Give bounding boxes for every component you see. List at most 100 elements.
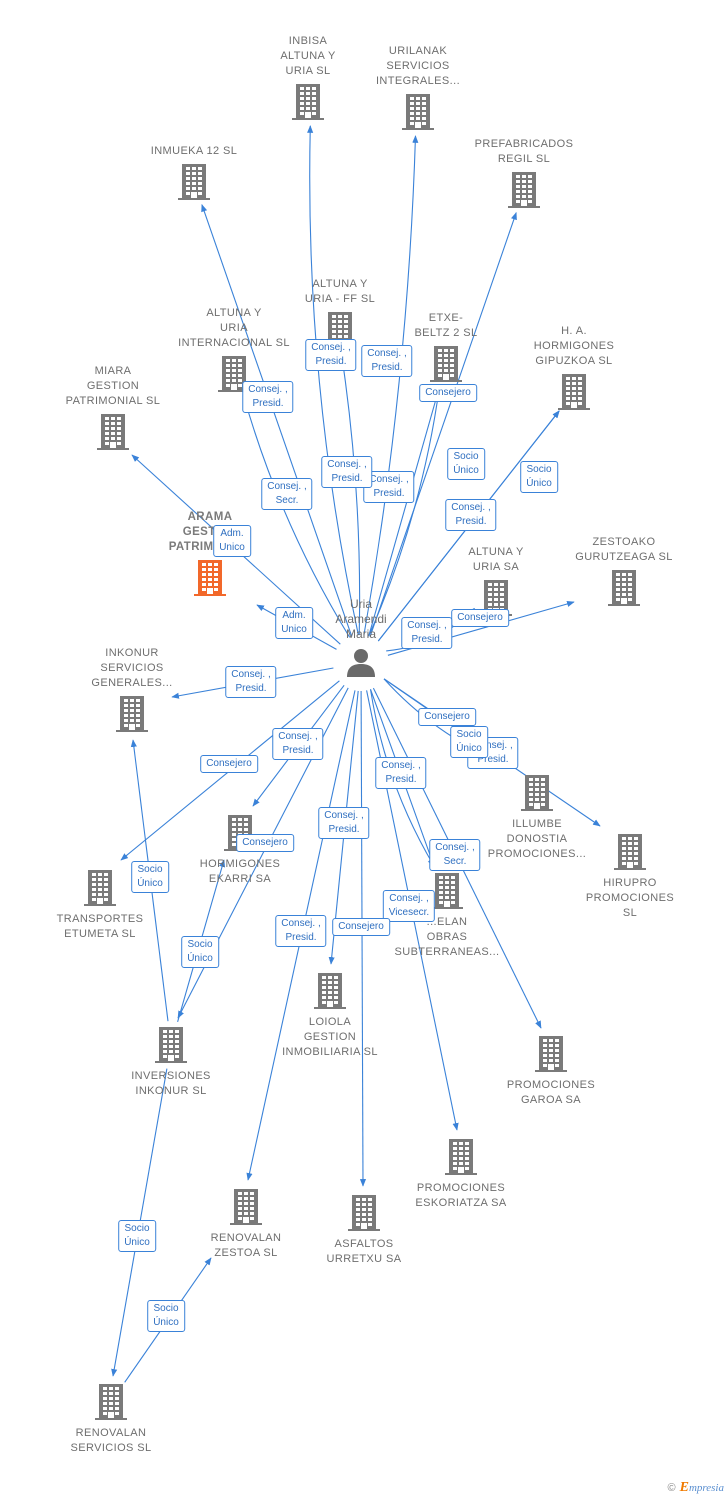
- edge-uria-to-prefabricados: [369, 211, 517, 637]
- company-label: ARAMA GESTION PATRIMONIAL: [168, 511, 252, 553]
- edge-uria-to-inmueka: [201, 203, 353, 637]
- edge-role-label: Consej. , Presid.: [321, 456, 373, 488]
- building-icon: [348, 1195, 380, 1231]
- edge-role-label: Consej. , Presid.: [445, 499, 497, 531]
- company-label: INKONUR SERVICIOS GENERALES...: [91, 647, 173, 689]
- edge-role-label: Socio Único: [447, 448, 485, 480]
- building-icon: [558, 374, 590, 410]
- company-node-etxe[interactable]: ETXE- BELTZ 2 SL: [414, 312, 477, 382]
- company-node-altuna-int[interactable]: ALTUNA Y URIA INTERNACIONAL SL: [178, 307, 289, 392]
- building-icon: [430, 346, 462, 382]
- edge-role-label: Consej. , Presid.: [242, 381, 294, 413]
- edge-uria-to-asfaltos: [359, 690, 367, 1187]
- edge-role-label: Consej. , Vicesecr.: [382, 890, 436, 922]
- building-icon: [194, 560, 226, 596]
- company-node-transportes[interactable]: TRANSPORTES ETUMETA SL: [57, 870, 143, 940]
- edge-role-label: Consej. , Presid.: [275, 915, 327, 947]
- company-node-inkonur-serv[interactable]: INKONUR SERVICIOS GENERALES...: [91, 647, 172, 732]
- edge-uria-to-inbisa: [307, 125, 359, 636]
- company-node-urilanak[interactable]: URILANAK SERVICIOS INTEGRALES...: [376, 45, 460, 130]
- company-node-zestoako[interactable]: ZESTOAKO GURUTZEAGA SL: [575, 536, 672, 606]
- building-icon: [97, 414, 129, 450]
- building-icon: [178, 164, 210, 200]
- edge-uria-to-altuna_ff: [339, 353, 361, 636]
- company-node-renovalan-zestoa[interactable]: RENOVALAN ZESTOA SL: [211, 1189, 281, 1259]
- company-node-inversiones[interactable]: INVERSIONES INKONUR SL: [131, 1027, 210, 1097]
- footer-brand: ©Empresia: [668, 1480, 725, 1496]
- company-label: PROMOCIONES ESKORIATZA SA: [415, 1182, 507, 1209]
- company-node-renovalan-serv[interactable]: RENOVALAN SERVICIOS SL: [70, 1384, 151, 1454]
- company-node-obras[interactable]: ...ELAN OBRAS SUBTERRANEAS...: [394, 873, 499, 958]
- company-node-arama[interactable]: ARAMA GESTION PATRIMONIAL: [169, 511, 251, 596]
- company-label: LOIOLA GESTION INMOBILIARIA SL: [282, 1016, 378, 1058]
- edge-uria-to-etxe: [368, 386, 442, 637]
- building-icon: [535, 1036, 567, 1072]
- company-node-loiola[interactable]: LOIOLA GESTION INMOBILIARIA SL: [282, 973, 378, 1058]
- company-label: PROMOCIONES GAROA SA: [506, 1079, 596, 1106]
- company-label: ETXE- BELTZ 2 SL: [414, 312, 478, 339]
- company-node-illumbe[interactable]: ILLUMBE DONOSTIA PROMOCIONES...: [488, 775, 586, 860]
- company-label: ...ELAN OBRAS SUBTERRANEAS...: [394, 916, 500, 958]
- company-label: MIARA GESTION PATRIMONIAL SL: [65, 365, 161, 407]
- copyright-symbol: ©: [667, 1482, 676, 1494]
- edge-role-label: Consej. , Secr.: [429, 839, 481, 871]
- company-node-altuna-ff[interactable]: ALTUNA Y URIA - FF SL: [305, 278, 375, 348]
- edge-role-label: Socio Único: [118, 1220, 156, 1252]
- building-icon: [521, 775, 553, 811]
- edge-uria-to-inversiones: [177, 687, 349, 1019]
- person-node-uria-aramendi-maria[interactable]: Uria Aramendi Maria: [335, 597, 387, 677]
- edge-role-label: Consej. , Presid.: [361, 345, 413, 377]
- building-icon: [431, 873, 463, 909]
- company-node-promociones-garoa[interactable]: PROMOCIONES GAROA SA: [507, 1036, 595, 1106]
- edge-uria-to-etxe: [368, 386, 441, 637]
- company-label: ASFALTOS URRETXU SA: [326, 1238, 402, 1265]
- edge-role-label: Consejero: [418, 708, 476, 726]
- building-icon: [614, 834, 646, 870]
- person-label: Uria Aramendi Maria: [335, 597, 387, 641]
- company-node-altuna-sa[interactable]: ALTUNA Y URIA SA: [468, 546, 523, 616]
- company-label: HORMIGONES EKARRI SA: [199, 858, 281, 885]
- edge-uria-to-altuna_int: [242, 395, 351, 638]
- edge-role-label: Adm. Unico: [275, 607, 313, 639]
- company-label: HIRUPRO PROMOCIONES SL: [585, 877, 675, 919]
- building-icon: [155, 1027, 187, 1063]
- company-node-inmueka[interactable]: INMUEKA 12 SL: [151, 145, 237, 200]
- company-label: TRANSPORTES ETUMETA SL: [56, 913, 144, 940]
- company-node-asfaltos[interactable]: ASFALTOS URRETXU SA: [327, 1195, 401, 1265]
- edge-role-label: Consejero: [419, 384, 477, 402]
- company-node-hirupro[interactable]: HIRUPRO PROMOCIONES SL: [586, 834, 674, 919]
- company-node-ha-horm[interactable]: H. A. HORMIGONES GIPUZKOA SL: [534, 325, 614, 410]
- edge-role-label: Consej. , Secr.: [261, 478, 313, 510]
- edge-role-label: Consej. , Presid.: [305, 339, 357, 371]
- edge-role-label: Socio Único: [520, 461, 558, 493]
- building-icon: [402, 94, 434, 130]
- company-label: RENOVALAN SERVICIOS SL: [70, 1427, 152, 1454]
- edge-role-label: Consej. , Presid.: [225, 666, 277, 698]
- building-icon: [116, 696, 148, 732]
- company-node-miara[interactable]: MIARA GESTION PATRIMONIAL SL: [66, 365, 160, 450]
- edge-role-label: Consejero: [236, 834, 294, 852]
- company-node-promociones-esk[interactable]: PROMOCIONES ESKORIATZA SA: [415, 1139, 506, 1209]
- company-label: ALTUNA Y URIA - FF SL: [304, 278, 376, 305]
- company-node-hormigones-ek[interactable]: HORMIGONES EKARRI SA: [200, 815, 280, 885]
- edge-role-label: Consej. , Presid.: [401, 617, 453, 649]
- company-label: H. A. HORMIGONES GIPUZKOA SL: [533, 325, 615, 367]
- building-icon: [218, 356, 250, 392]
- edge-role-label: Adm. Unico: [213, 525, 251, 557]
- company-label: PREFABRICADOS REGIL SL: [474, 138, 574, 165]
- edge-role-label: Socio Único: [181, 936, 219, 968]
- edge-uria-to-urilanak: [363, 135, 419, 636]
- company-label: INMUEKA 12 SL: [150, 145, 238, 157]
- brand-initial: E: [679, 1480, 689, 1495]
- building-icon: [314, 973, 346, 1009]
- edge-role-label: Socio Único: [131, 861, 169, 893]
- company-node-prefabricados[interactable]: PREFABRICADOS REGIL SL: [475, 138, 573, 208]
- edge-role-label: Consejero: [451, 609, 509, 627]
- edge-role-label: Consej. , Presid.: [318, 807, 370, 839]
- edge-role-label: Consej. , Presid.: [272, 728, 324, 760]
- company-label: ILLUMBE DONOSTIA PROMOCIONES...: [487, 818, 587, 860]
- building-icon: [445, 1139, 477, 1175]
- company-label: INBISA ALTUNA Y URIA SL: [280, 35, 336, 77]
- company-node-inbisa[interactable]: INBISA ALTUNA Y URIA SL: [280, 35, 335, 120]
